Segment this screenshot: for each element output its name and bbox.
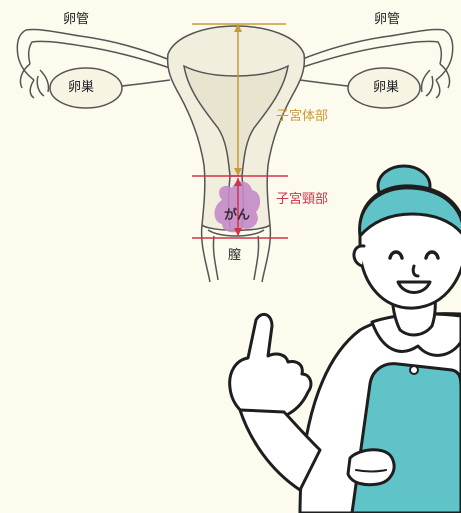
fimbriae-left	[19, 63, 50, 99]
label-cervix: 子宮頸部	[276, 192, 329, 207]
label-cancer: がん	[224, 208, 251, 223]
nurse-eye-left	[388, 250, 404, 260]
holding-hand	[346, 448, 396, 487]
vagina	[200, 224, 272, 283]
fimbriae-right	[420, 63, 451, 99]
nurse-eye-right	[424, 250, 440, 260]
uterus-diagram	[16, 25, 454, 283]
uterine-cavity	[183, 64, 289, 177]
ovary-right	[347, 67, 421, 109]
clipboard	[350, 362, 461, 513]
nurse-illustration	[228, 164, 461, 513]
pointing-hand	[228, 312, 313, 422]
label-vagina: 膣	[228, 248, 242, 263]
label-fallopian-tube-right: 卵管	[373, 12, 402, 27]
cervix-marker	[192, 175, 288, 239]
fallopian-tube-left	[16, 28, 171, 81]
nurse-hair	[358, 186, 461, 238]
label-ovary-right: 卵巣	[373, 80, 400, 95]
nurse-mouth	[396, 280, 432, 294]
label-fallopian-tube-left: 卵管	[62, 12, 91, 27]
label-uterine-body: 子宮体部	[276, 109, 329, 124]
fallopian-tube-right	[299, 28, 454, 81]
uterine-body-marker	[192, 23, 286, 176]
label-ovary-left: 卵巣	[68, 80, 95, 95]
ovary-left	[49, 67, 123, 109]
